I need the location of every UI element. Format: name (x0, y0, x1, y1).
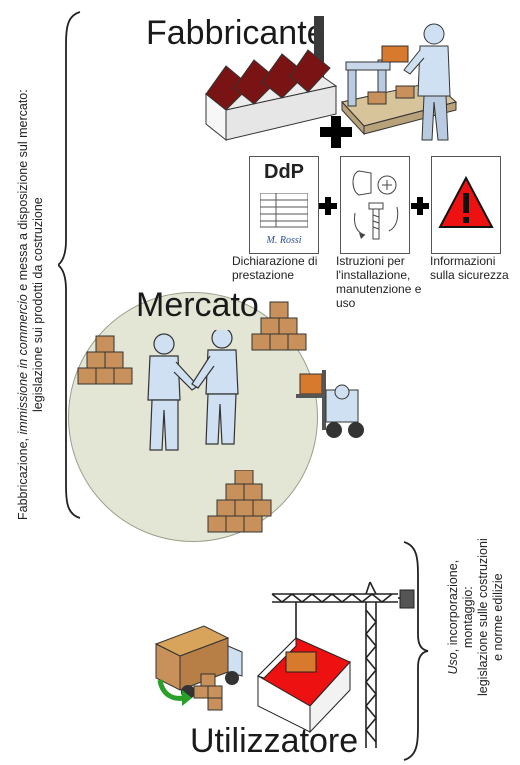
market-title: Mercato (136, 286, 259, 324)
plus-icon (320, 116, 352, 148)
signature: M. Rossi (266, 235, 302, 246)
instructions-icon (340, 156, 410, 254)
left-brace (58, 11, 81, 519)
right-bracket (403, 541, 429, 761)
plus-icon-small (319, 197, 337, 215)
right-vertical-label: Uso, incorporazione, montaggio: legislaz… (446, 538, 505, 696)
plus-icon-small (411, 197, 429, 215)
dop-badge: DdP (264, 161, 304, 183)
user-title: Utilizzatore (190, 722, 359, 760)
dop-caption: Dichiarazione di prestazione (232, 254, 318, 282)
instructions-caption: Istruzioni per l'installazione, manutenz… (336, 254, 422, 310)
dop-document-icon: DdP M. Rossi (249, 156, 319, 254)
box-stack-icon (207, 470, 272, 533)
crane-icon (271, 581, 415, 748)
warning-icon (431, 156, 501, 254)
box-stack-icon (251, 301, 307, 351)
delivery-truck-icon (154, 625, 243, 711)
manufacturer-title: Fabbricante (146, 14, 326, 52)
safety-caption: Informazioni sulla sicurezza (430, 254, 509, 282)
handshake-icon (147, 330, 239, 451)
house-icon (257, 636, 351, 734)
forklift-icon (296, 370, 364, 438)
left-vertical-label: Fabbricazione, immissione in commercio e… (16, 89, 45, 520)
box-stack-icon (77, 335, 133, 385)
assembly-worker-icon (341, 23, 458, 141)
factory-icon (204, 16, 338, 142)
